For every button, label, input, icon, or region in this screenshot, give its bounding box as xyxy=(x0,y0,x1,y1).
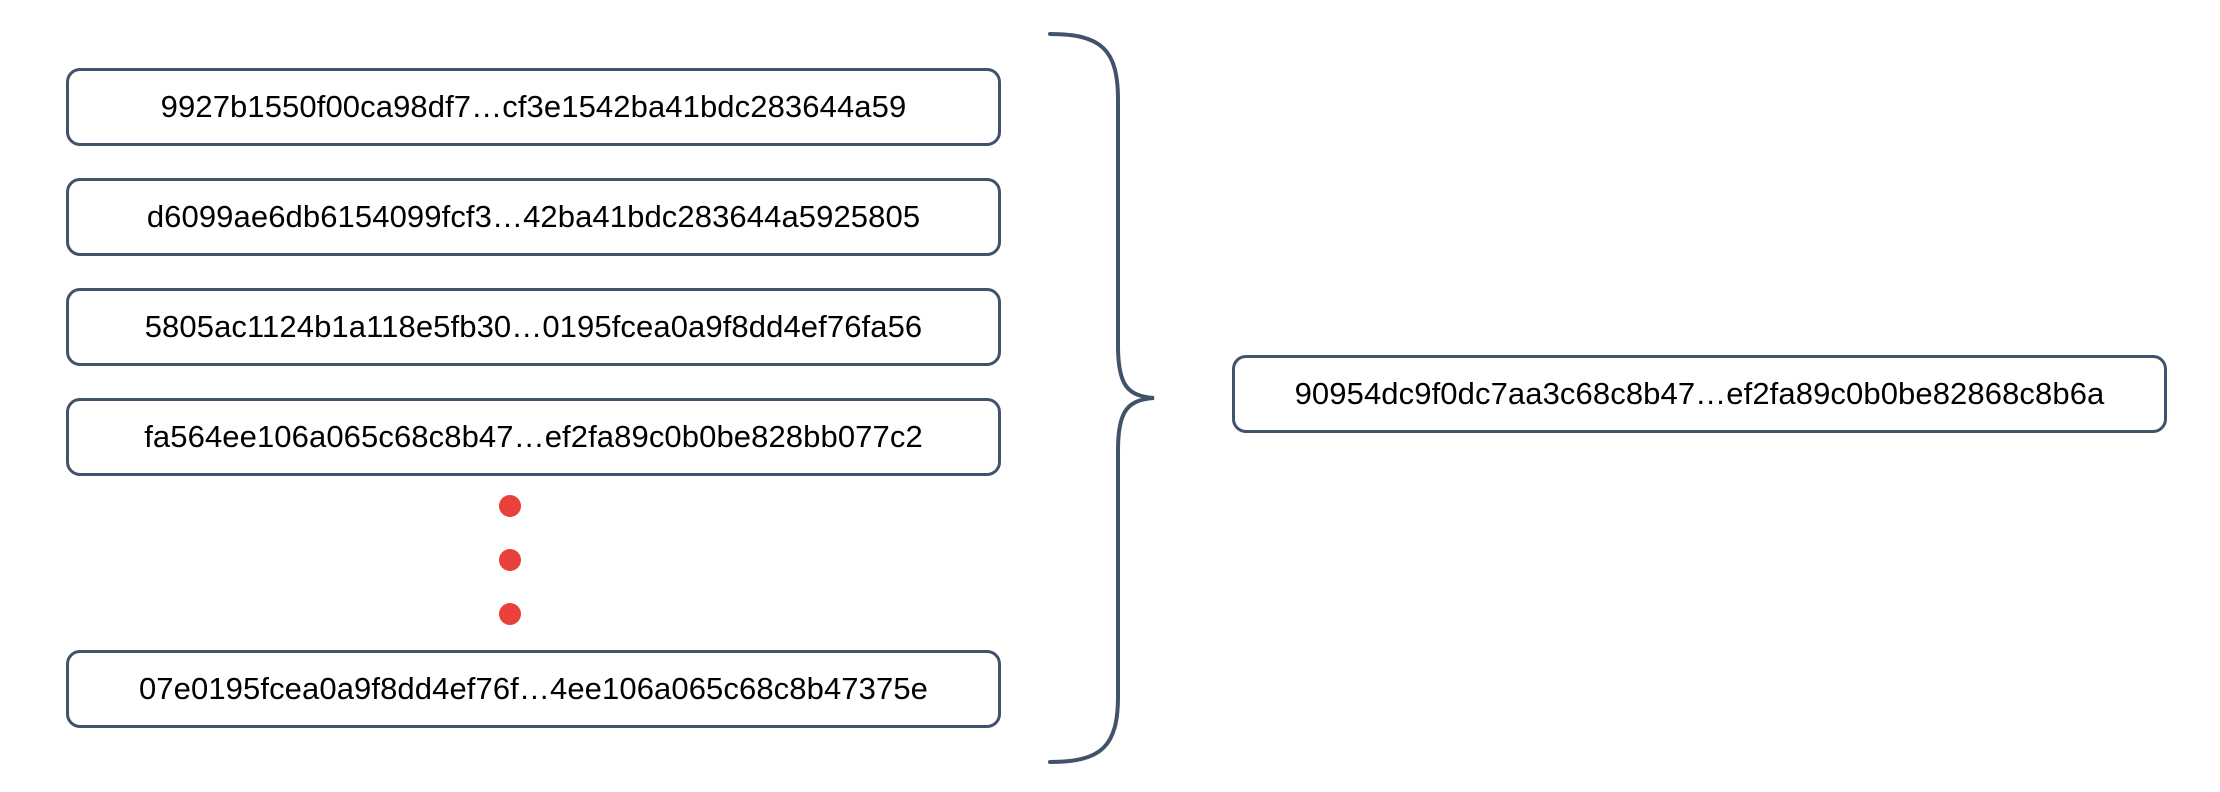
input-hash-box-4[interactable]: fa564ee106a065c68c8b47…ef2fa89c0b0be828b… xyxy=(66,398,1001,476)
output-hash-box[interactable]: 90954dc9f0dc7aa3c68c8b47…ef2fa89c0b0be82… xyxy=(1232,355,2167,433)
input-hash-text-1: 9927b1550f00ca98df7…cf3e1542ba41bdc28364… xyxy=(160,89,907,124)
input-hash-text-4: fa564ee106a065c68c8b47…ef2fa89c0b0be828b… xyxy=(144,419,923,454)
ellipsis-dot-3 xyxy=(499,603,521,625)
vertical-ellipsis-icon xyxy=(488,495,532,625)
ellipsis-dot-2 xyxy=(499,549,521,571)
input-hash-box-5[interactable]: 07e0195fcea0a9f8dd4ef76f…4ee106a065c68c8… xyxy=(66,650,1001,728)
ellipsis-dot-1 xyxy=(499,495,521,517)
input-hash-box-2[interactable]: d6099ae6db6154099fcf3…42ba41bdc283644a59… xyxy=(66,178,1001,256)
input-hash-box-3[interactable]: 5805ac1124b1a118e5fb30…0195fcea0a9f8dd4e… xyxy=(66,288,1001,366)
output-hash-text: 90954dc9f0dc7aa3c68c8b47…ef2fa89c0b0be82… xyxy=(1294,376,2105,411)
input-hash-text-2: d6099ae6db6154099fcf3…42ba41bdc283644a59… xyxy=(146,199,921,234)
curly-brace-icon xyxy=(1048,32,1155,764)
input-hash-box-1[interactable]: 9927b1550f00ca98df7…cf3e1542ba41bdc28364… xyxy=(66,68,1001,146)
input-hash-text-3: 5805ac1124b1a118e5fb30…0195fcea0a9f8dd4e… xyxy=(144,309,923,344)
input-hash-text-5: 07e0195fcea0a9f8dd4ef76f…4ee106a065c68c8… xyxy=(138,671,929,706)
